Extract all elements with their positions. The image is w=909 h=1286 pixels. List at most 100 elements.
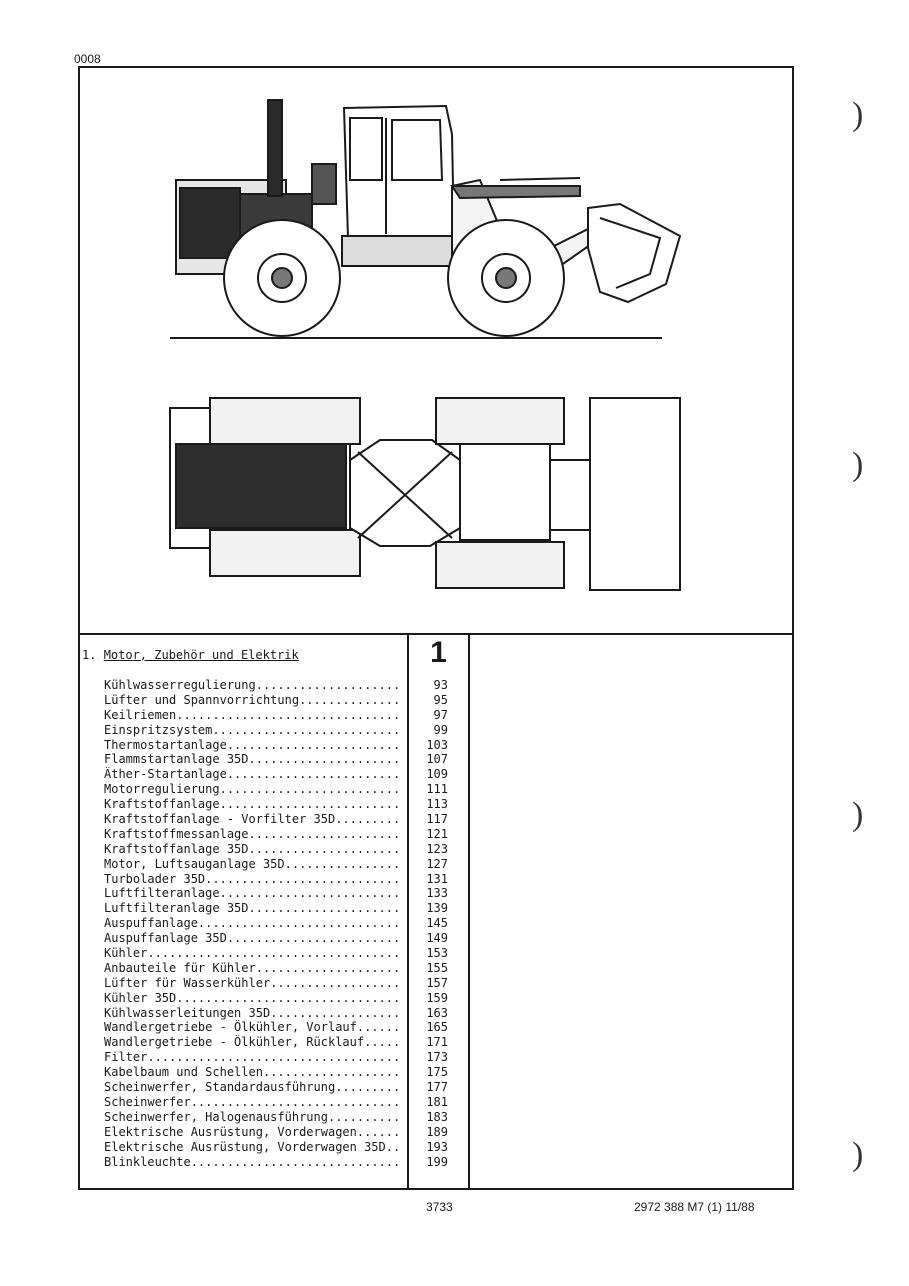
toc-entry: Kühlwasserregulierung93 xyxy=(104,678,468,693)
toc-entry-page: 157 xyxy=(426,975,448,990)
footer-doc-number: 3733 xyxy=(426,1200,453,1214)
toc-entry-page: 145 xyxy=(426,916,448,931)
binder-hole-mark: ) xyxy=(852,1136,864,1173)
toc-entry-page: 183 xyxy=(426,1109,448,1124)
toc-entry-page: 163 xyxy=(426,1005,448,1020)
toc-entry-label: Scheinwerfer, Standardausführung xyxy=(104,1080,402,1095)
toc-entry: Einspritzsystem99 xyxy=(104,723,468,738)
toc-entry-label: Scheinwerfer, Halogenausführung xyxy=(104,1110,402,1125)
toc-entry: Kraftstoffanlage - Vorfilter 35D 117 xyxy=(104,812,468,827)
toc-entry-page: 117 xyxy=(426,812,448,827)
toc-entry-page: 171 xyxy=(426,1035,448,1050)
toc-entry-page: 103 xyxy=(426,737,448,752)
column-divider-left xyxy=(407,633,409,1188)
toc-entry: Blinkleuchte199 xyxy=(104,1155,468,1170)
toc-entry: Turbolader 35D131 xyxy=(104,872,468,887)
toc-entry-label: Kraftstoffanlage xyxy=(104,797,402,812)
toc-entry: Kühler 153 xyxy=(104,946,468,961)
toc-entry-label: Kraftstoffanlage - Vorfilter 35D xyxy=(104,812,402,827)
binder-hole-mark: ) xyxy=(852,446,864,483)
toc-entry-page: 175 xyxy=(426,1065,448,1080)
toc-entry-page: 153 xyxy=(426,946,448,961)
toc-entry: Kabelbaum und Schellen 175 xyxy=(104,1065,468,1080)
toc-entry: Kraftstoffanlage 113 xyxy=(104,797,468,812)
toc-entry-label: Elektrische Ausrüstung, Vorderwagen xyxy=(104,1125,402,1140)
toc-entry-page: 107 xyxy=(426,752,448,767)
toc-entry-label: Elektrische Ausrüstung, Vorderwagen 35D xyxy=(104,1140,402,1155)
toc-entry: Wandlergetriebe - Ölkühler, Rücklauf 171 xyxy=(104,1035,468,1050)
toc-entry: Thermostartanlage 103 xyxy=(104,738,468,753)
toc-entry-page: 189 xyxy=(426,1124,448,1139)
toc-entry: Luftfilteranlage 35D139 xyxy=(104,901,468,916)
toc-entry: Anbauteile für Kühler 155 xyxy=(104,961,468,976)
section-title-number: 1. xyxy=(82,648,97,662)
toc-entry-label: Auspuffanlage xyxy=(104,916,402,931)
section-tab-number: 1 xyxy=(430,636,447,669)
section-title-text: Motor, Zubehör und Elektrik xyxy=(103,648,299,662)
toc-entry-label: Auspuffanlage 35D xyxy=(104,931,402,946)
binder-hole-mark: ) xyxy=(852,96,864,133)
toc-entry: Auspuffanlage 145 xyxy=(104,916,468,931)
toc-entry-page: 121 xyxy=(426,826,448,841)
toc-entry-label: Scheinwerfer xyxy=(104,1095,402,1110)
toc-entry-label: Einspritzsystem xyxy=(104,723,402,738)
toc-entry-page: 165 xyxy=(426,1020,448,1035)
section-title: 1. Motor, Zubehör und Elektrik xyxy=(82,648,299,662)
toc-entry-label: Turbolader 35D xyxy=(104,872,402,887)
toc-entry-label: Anbauteile für Kühler xyxy=(104,961,402,976)
toc-entry-page: 155 xyxy=(426,960,448,975)
toc-entry: Scheinwerfer 181 xyxy=(104,1095,468,1110)
toc-entry-page: 181 xyxy=(426,1094,448,1109)
toc-entry-label: Wandlergetriebe - Ölkühler, Rücklauf xyxy=(104,1035,402,1050)
toc-entry-label: Kraftstoffmessanlage xyxy=(104,827,402,842)
toc-entry: Lüfter für Wasserkühler 157 xyxy=(104,976,468,991)
toc-entry-page: 95 xyxy=(433,692,448,707)
toc-entry-page: 113 xyxy=(426,797,448,812)
toc-entry: Lüfter und Spannvorrichtung 95 xyxy=(104,693,468,708)
toc-entry-label: Thermostartanlage xyxy=(104,738,402,753)
toc-entry-label: Kühler xyxy=(104,946,402,961)
toc-entry: Scheinwerfer, Standardausführung 177 xyxy=(104,1080,468,1095)
toc-entry-page: 193 xyxy=(426,1139,448,1154)
toc-entry-page: 111 xyxy=(426,782,448,797)
binder-hole-mark: ) xyxy=(852,796,864,833)
toc-entry-page: 159 xyxy=(426,990,448,1005)
toc-entry-page: 109 xyxy=(426,767,448,782)
toc-entry-label: Kühler 35D xyxy=(104,991,402,1006)
toc-entry-page: 139 xyxy=(426,901,448,916)
toc-entry: Auspuffanlage 35D 149 xyxy=(104,931,468,946)
toc-entry-page: 149 xyxy=(426,931,448,946)
toc-entry-label: Kabelbaum und Schellen xyxy=(104,1065,402,1080)
toc-entry: Scheinwerfer, Halogenausführung 183 xyxy=(104,1110,468,1125)
toc-entry: Luftfilteranlage 133 xyxy=(104,886,468,901)
toc-entry-label: Lüfter für Wasserkühler xyxy=(104,976,402,991)
toc-entry-label: Blinkleuchte xyxy=(104,1155,402,1170)
toc-entry-label: Keilriemen xyxy=(104,708,402,723)
toc-entry-label: Motor, Luftsauganlage 35D xyxy=(104,857,402,872)
table-of-contents: Kühlwasserregulierung93Lüfter und Spannv… xyxy=(104,678,468,1169)
toc-entry-label: Filter xyxy=(104,1050,402,1065)
toc-entry: Keilriemen97 xyxy=(104,708,468,723)
toc-entry: Elektrische Ausrüstung, Vorderwagen 35D 1… xyxy=(104,1140,468,1155)
toc-entry-page: 133 xyxy=(426,886,448,901)
toc-entry: Kraftstoffanlage 35D123 xyxy=(104,842,468,857)
toc-entry: Wandlergetriebe - Ölkühler, Vorlauf 165 xyxy=(104,1020,468,1035)
toc-entry: Kühlwasserleitungen 35D163 xyxy=(104,1006,468,1021)
toc-entry-label: Luftfilteranlage xyxy=(104,886,402,901)
toc-entry: Elektrische Ausrüstung, Vorderwagen 189 xyxy=(104,1125,468,1140)
toc-entry-label: Kühlwasserregulierung xyxy=(104,678,402,693)
toc-entry-page: 177 xyxy=(426,1080,448,1095)
toc-entry: Motorregulierung 111 xyxy=(104,782,468,797)
toc-entry: Motor, Luftsauganlage 35D127 xyxy=(104,857,468,872)
column-divider-right xyxy=(468,633,470,1188)
loader-illustration xyxy=(80,68,792,635)
toc-entry-label: Flammstartanlage 35D xyxy=(104,752,402,767)
toc-entry: Flammstartanlage 35D 107 xyxy=(104,752,468,767)
toc-entry-label: Wandlergetriebe - Ölkühler, Vorlauf xyxy=(104,1020,402,1035)
wheel-loader-drawing xyxy=(169,99,682,591)
toc-entry: Äther-Startanlage109 xyxy=(104,767,468,782)
toc-entry-label: Motorregulierung xyxy=(104,782,402,797)
toc-entry: Kraftstoffmessanlage 121 xyxy=(104,827,468,842)
toc-entry-label: Kraftstoffanlage 35D xyxy=(104,842,402,857)
toc-entry-label: Lüfter und Spannvorrichtung xyxy=(104,693,402,708)
